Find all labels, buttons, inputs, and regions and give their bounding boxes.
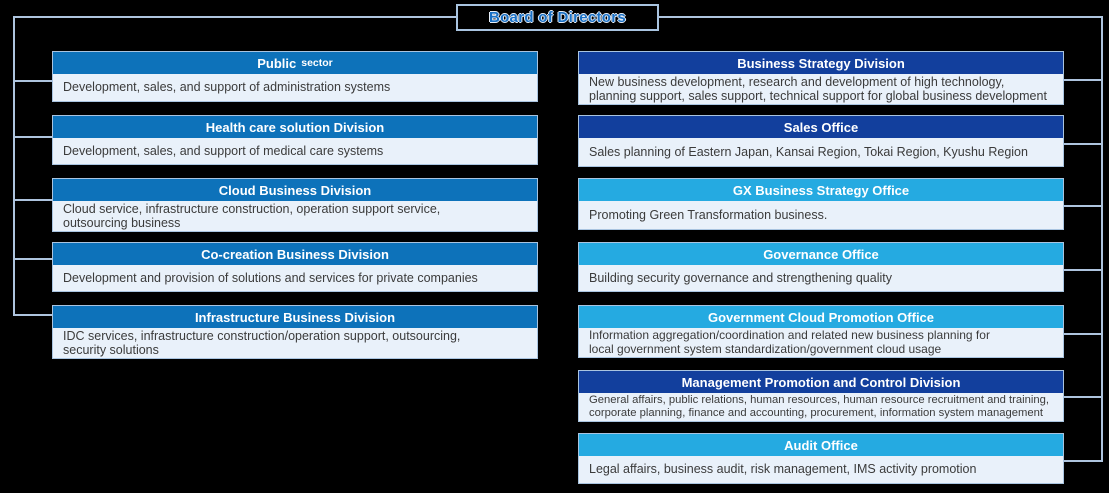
connector-right-branch-4: [1062, 333, 1103, 335]
org-box-description: Development, sales, and support of admin…: [53, 74, 537, 101]
org-box-title-suffix: sector: [301, 57, 333, 69]
org-box-title-text: GX Business Strategy Office: [732, 182, 910, 198]
org-box-description: Development, sales, and support of medic…: [53, 138, 537, 164]
connector-left-branch-3: [13, 258, 52, 260]
connector-right-branch-3: [1062, 269, 1103, 271]
connector-right-branch-0: [1062, 79, 1103, 81]
org-box-description-text: Development, sales, and support of admin…: [63, 80, 391, 95]
org-box-description-text: Cloud service, infrastructure constructi…: [63, 201, 441, 230]
org-box-management-promotion-and-control-division: Management Promotion and Control Divisio…: [578, 370, 1064, 422]
org-box-description: New business development, research and d…: [579, 74, 1063, 104]
org-box-description-text: Information aggregation/coordination and…: [589, 328, 990, 356]
connector-top-right: [659, 16, 1103, 18]
org-box-title: Infrastructure Business Division: [53, 306, 537, 328]
org-box-description: IDC services, infrastructure constructio…: [53, 328, 537, 358]
connector-right-branch-5: [1062, 396, 1103, 398]
connector-right-branch-1: [1062, 143, 1103, 145]
org-box-description-text: New business development, research and d…: [589, 74, 1047, 103]
org-box-title-text: Sales Office: [783, 119, 859, 135]
org-box-description-text: Development, sales, and support of medic…: [63, 143, 384, 158]
connector-right-branch-2: [1062, 205, 1103, 207]
org-box-description-text: General affairs, public relations, human…: [589, 394, 1050, 419]
connector-left-branch-0: [13, 80, 52, 82]
org-box-title-text: Management Promotion and Control Divisio…: [681, 374, 961, 390]
org-box-title: Co-creation Business Division: [53, 243, 537, 265]
org-box-title-text: Cloud Business Division: [218, 182, 372, 198]
board-of-directors-box: Board of Directors: [456, 4, 659, 31]
org-box-description-text: Development and provision of solutions a…: [63, 270, 478, 285]
org-box-description: Cloud service, infrastructure constructi…: [53, 201, 537, 231]
org-box-title-text: Government Cloud Promotion Office: [707, 309, 935, 325]
org-box-description-text: IDC services, infrastructure constructio…: [63, 328, 461, 357]
org-box-description-text: Promoting Green Transformation business.: [589, 207, 828, 222]
org-box-title: Cloud Business Division: [53, 179, 537, 201]
org-box-description-text: Sales planning of Eastern Japan, Kansai …: [589, 144, 1028, 159]
org-box-title-text: Infrastructure Business Division: [194, 309, 396, 325]
org-box-title: Government Cloud Promotion Office: [579, 306, 1063, 328]
org-box-title: Governance Office: [579, 243, 1063, 265]
org-box-description: General affairs, public relations, human…: [579, 393, 1063, 421]
org-box-title: Health care solution Division: [53, 116, 537, 138]
org-box-title-text: Co-creation Business Division: [201, 246, 389, 262]
connector-left-vertical: [13, 16, 15, 316]
org-box-description: Legal affairs, business audit, risk mana…: [579, 456, 1063, 483]
board-of-directors-label: Board of Directors: [488, 9, 627, 26]
connector-left-branch-2: [13, 199, 52, 201]
org-box-title: Management Promotion and Control Divisio…: [579, 371, 1063, 393]
connector-right-branch-6: [1062, 460, 1103, 462]
org-box-title-text: Governance Office: [763, 246, 879, 262]
org-box-description: Development and provision of solutions a…: [53, 265, 537, 291]
org-box-title-text: Health care solution Division: [205, 119, 385, 135]
connector-right-vertical: [1101, 16, 1103, 462]
org-box-title-text: Public: [257, 55, 297, 71]
org-box-title-text: Business Strategy Division: [737, 55, 905, 71]
org-box-description: Sales planning of Eastern Japan, Kansai …: [579, 138, 1063, 166]
org-box-description-text: Building security governance and strengt…: [589, 270, 892, 285]
org-box-title-text: Audit Office: [784, 437, 858, 453]
connector-top-left: [13, 16, 456, 18]
org-box-title: GX Business Strategy Office: [579, 179, 1063, 201]
connector-left-branch-1: [13, 136, 52, 138]
connector-left-branch-4: [13, 314, 52, 316]
org-box-description: Information aggregation/coordination and…: [579, 328, 1063, 357]
org-box-title: Public sector: [53, 52, 537, 74]
org-box-title: Sales Office: [579, 116, 1063, 138]
org-box-title: Business Strategy Division: [579, 52, 1063, 74]
org-box-description-text: Legal affairs, business audit, risk mana…: [589, 462, 977, 477]
org-box-description: Promoting Green Transformation business.: [579, 201, 1063, 229]
org-box-title: Audit Office: [579, 434, 1063, 456]
org-box-description: Building security governance and strengt…: [579, 265, 1063, 291]
